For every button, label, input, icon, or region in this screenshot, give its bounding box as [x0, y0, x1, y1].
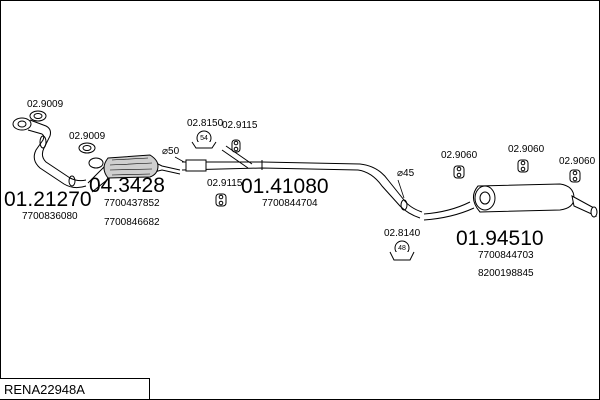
hanger-5-label: 02.9060 — [559, 156, 596, 167]
diameter-d2-label: ⌀45 — [397, 168, 415, 179]
hanger-4[interactable] — [517, 159, 529, 173]
part-3-code: 01.41080 — [241, 175, 329, 198]
clamp-2-size: 48 — [398, 245, 406, 252]
gasket-1-label: 02.9009 — [27, 99, 64, 110]
clamp-2-label: 02.8140 — [384, 228, 421, 239]
hanger-3-label: 02.9060 — [441, 150, 478, 161]
gasket-1[interactable] — [29, 110, 47, 122]
gasket-2[interactable] — [78, 142, 96, 154]
rear-silencer[interactable] — [423, 183, 598, 221]
part-2-oem-1: 7700437852 — [104, 198, 160, 209]
title-box: RENA22948A — [0, 378, 150, 399]
hanger-4-label: 02.9060 — [508, 144, 545, 155]
part-2-code: 04.3428 — [89, 174, 165, 197]
front-pipe[interactable] — [12, 117, 87, 189]
part-3-oem-1: 7700844704 — [262, 198, 318, 209]
diameter-d1-label: ⌀50 — [162, 146, 180, 157]
diagram-title: RENA22948A — [4, 382, 85, 397]
part-1-code: 01.21270 — [4, 188, 92, 211]
part-1-oem-1: 7700836080 — [22, 211, 78, 222]
clamp-2[interactable]: 48 — [389, 240, 415, 261]
gasket-2-label: 02.9009 — [69, 131, 106, 142]
part-4-oem-1: 7700844703 — [478, 250, 534, 261]
catalytic-converter[interactable] — [87, 154, 181, 193]
part-4-code: 01.94510 — [456, 227, 544, 250]
part-4-oem-2: 8200198845 — [478, 268, 534, 279]
hanger-5[interactable] — [569, 169, 581, 183]
hanger-2[interactable] — [215, 193, 227, 207]
hanger-3[interactable] — [453, 165, 465, 179]
clamp-1[interactable]: 54 — [191, 130, 217, 149]
intermediate-pipe[interactable] — [181, 145, 423, 219]
hanger-1-label: 02.9115 — [222, 120, 258, 131]
part-2-oem-2: 7700846682 — [104, 217, 160, 228]
clamp-1-label: 02.8150 — [187, 118, 224, 129]
clamp-1-size: 54 — [200, 135, 208, 142]
hanger-1[interactable] — [231, 139, 241, 153]
hanger-2-label: 02.9115 — [207, 178, 243, 189]
